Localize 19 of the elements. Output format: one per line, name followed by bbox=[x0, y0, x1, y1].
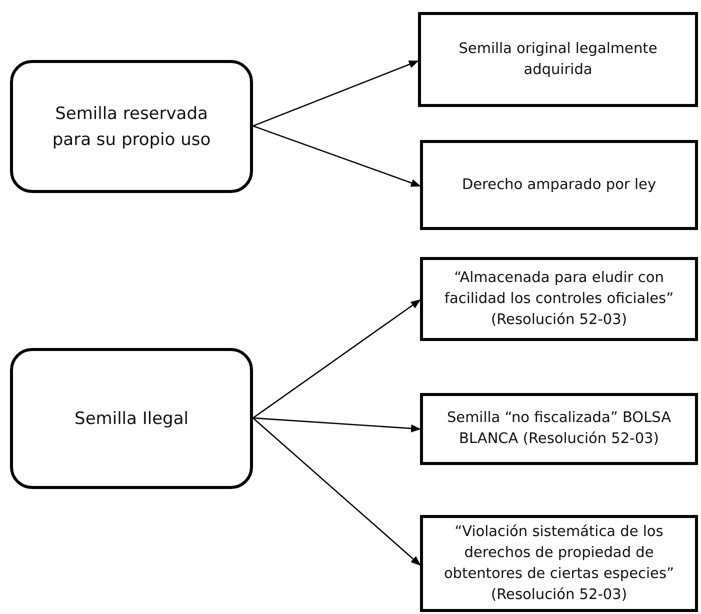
box-text: Semilla reservada para su propio uso bbox=[51, 102, 212, 152]
text-box bbox=[420, 257, 698, 341]
arrow bbox=[252, 125, 421, 187]
box-text: “Almacenada para eludir con facilidad los controles oficiales” (Resolución 52-03) bbox=[443, 268, 675, 330]
arrow bbox=[252, 60, 419, 127]
rounded-box bbox=[10, 60, 253, 193]
box-text: Semilla Ilegal bbox=[74, 408, 190, 430]
box-text: “Violación sistemática de los derechos de propiedad de obtentores de ciertas especies” (Resolución 52-03) bbox=[442, 522, 676, 604]
arrow bbox=[252, 417, 421, 432]
arrow bbox=[252, 418, 421, 566]
box-text: Derecho amparado por ley bbox=[462, 176, 656, 194]
text-box bbox=[420, 140, 698, 230]
box-text: Semilla “no fiscalizada” BOLSA BLANCA (Resolución 52-03) bbox=[446, 409, 672, 449]
rounded-box bbox=[10, 348, 253, 489]
text-box bbox=[420, 393, 698, 465]
text-box bbox=[418, 12, 698, 107]
arrow bbox=[252, 299, 421, 419]
text-box bbox=[420, 515, 698, 612]
box-text: Semilla original legalmente adquirida bbox=[458, 40, 658, 80]
